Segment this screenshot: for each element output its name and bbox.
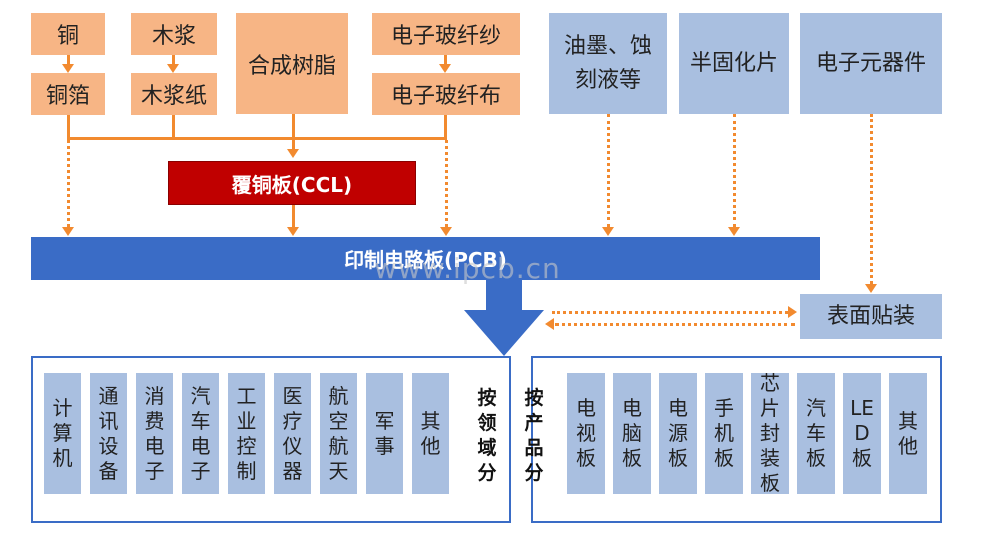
by-product-label: 按产品分 [524,387,544,484]
by-field-label: 按领域分 [477,387,497,484]
connector-line [292,114,295,150]
field-item-6: 医疗仪器 [274,373,311,494]
dotted-connector [870,114,873,284]
pulp-paper-box: 木浆纸 [131,73,217,115]
connector-line [444,115,447,139]
arrowhead [439,64,451,73]
field-item-2: 通讯设备 [90,373,127,494]
dotted-connector [555,323,795,326]
product-item-6: 汽车板 [797,373,835,494]
watermark: www.ipcb.cn [374,252,561,285]
prepreg-box: 半固化片 [679,13,789,114]
electronic-components-box: 电子元器件 [800,13,942,114]
connector-line [172,115,175,139]
arrowhead [602,227,614,236]
arrowhead [62,227,74,236]
connector-line [67,55,70,67]
field-item-7: 航空航天 [320,373,357,494]
pcb-bar: 印制电路板(PCB) [31,237,820,280]
big-down-arrow [464,280,544,356]
product-item-8: 其他 [889,373,927,494]
product-item-3: 电源板 [659,373,697,494]
field-item-3: 消费电子 [136,373,173,494]
synthetic-resin-box: 合成树脂 [236,13,348,114]
product-item-2: 电脑板 [613,373,651,494]
surface-mount-box: 表面贴装 [800,294,942,339]
connector-line [444,55,447,67]
field-item-8: 军事 [366,373,403,494]
ink-etchant-box: 油墨、蚀刻液等 [549,13,667,114]
glass-cloth-box: 电子玻纤布 [372,73,520,115]
product-item-7: LED板 [843,373,881,494]
wood-pulp-box: 木浆 [131,13,217,55]
dotted-connector [67,115,70,227]
copper-box: 铜 [31,13,105,55]
arrowhead [865,284,877,293]
connector-line [67,137,447,140]
connector-line [292,205,295,228]
ccl-box: 覆铜板(CCL) [168,161,416,205]
copper-foil-box: 铜箔 [31,73,105,115]
product-item-1: 电视板 [567,373,605,494]
arrowhead [728,227,740,236]
product-item-4: 手机板 [705,373,743,494]
glass-yarn-box: 电子玻纤纱 [372,13,520,55]
field-item-9: 其他 [412,373,449,494]
arrowhead [167,64,179,73]
arrowhead [545,318,554,330]
arrowhead [287,227,299,236]
field-item-1: 计算机 [44,373,81,494]
arrowhead [62,64,74,73]
dotted-connector [607,114,610,227]
field-item-4: 汽车电子 [182,373,219,494]
dotted-connector [552,311,788,314]
product-item-5: 芯片封装板 [751,371,789,495]
field-item-5: 工业控制 [228,373,265,494]
arrowhead [788,306,797,318]
dotted-connector [733,114,736,227]
arrowhead [440,227,452,236]
arrowhead [287,149,299,158]
dotted-connector [445,140,448,227]
connector-line [172,55,175,67]
